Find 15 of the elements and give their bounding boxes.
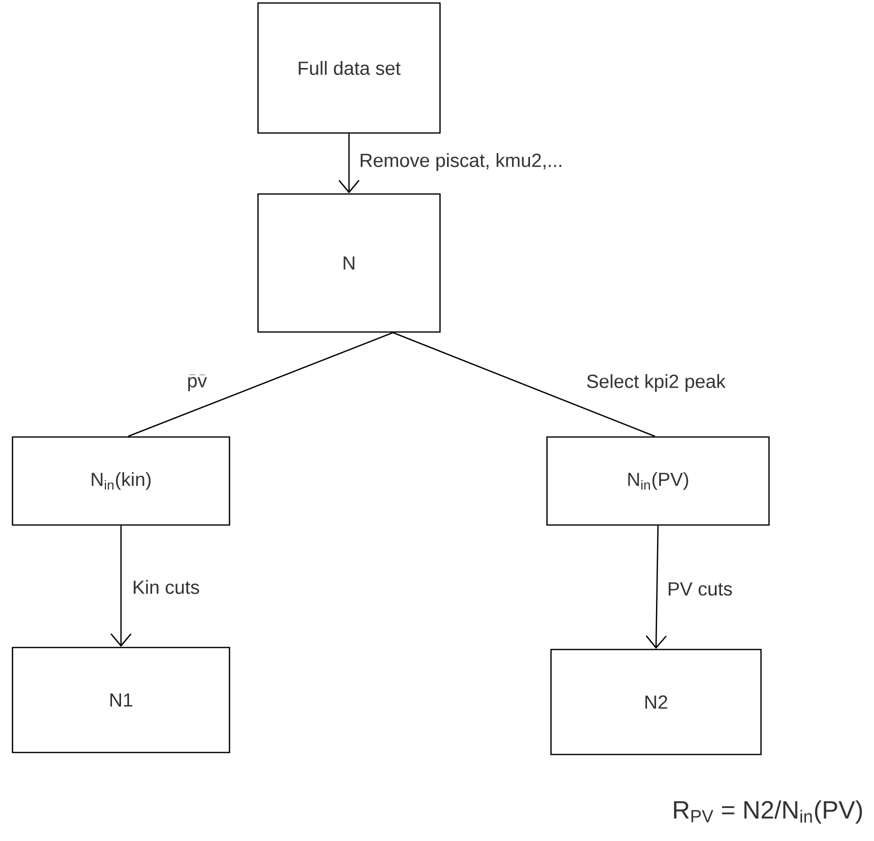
edge-label: $\bar{\mathrm{p}}\bar{\mathrm{v}}$ [186,374,208,392]
process-box: N$_{in}$(PV) [546,436,770,526]
arrow [338,134,360,194]
edge-label: PV cuts [666,581,734,597]
arrow [110,526,132,647]
edge-label: Kin cuts [131,579,201,595]
edge-label: Remove piscat, kmu2,... [358,152,564,172]
process-box: N$_{in}$(kin) [12,436,230,526]
arrow [646,526,667,649]
formula-text: R$_{PV}$ = N2/N$_{in}$(PV) [674,800,862,824]
process-box: N2 [550,648,762,756]
process-box: N [257,193,441,333]
process-box: N1 [12,646,230,754]
process-box: Full data set [257,2,441,134]
edge-label: Select kpi2 peak [585,373,727,393]
